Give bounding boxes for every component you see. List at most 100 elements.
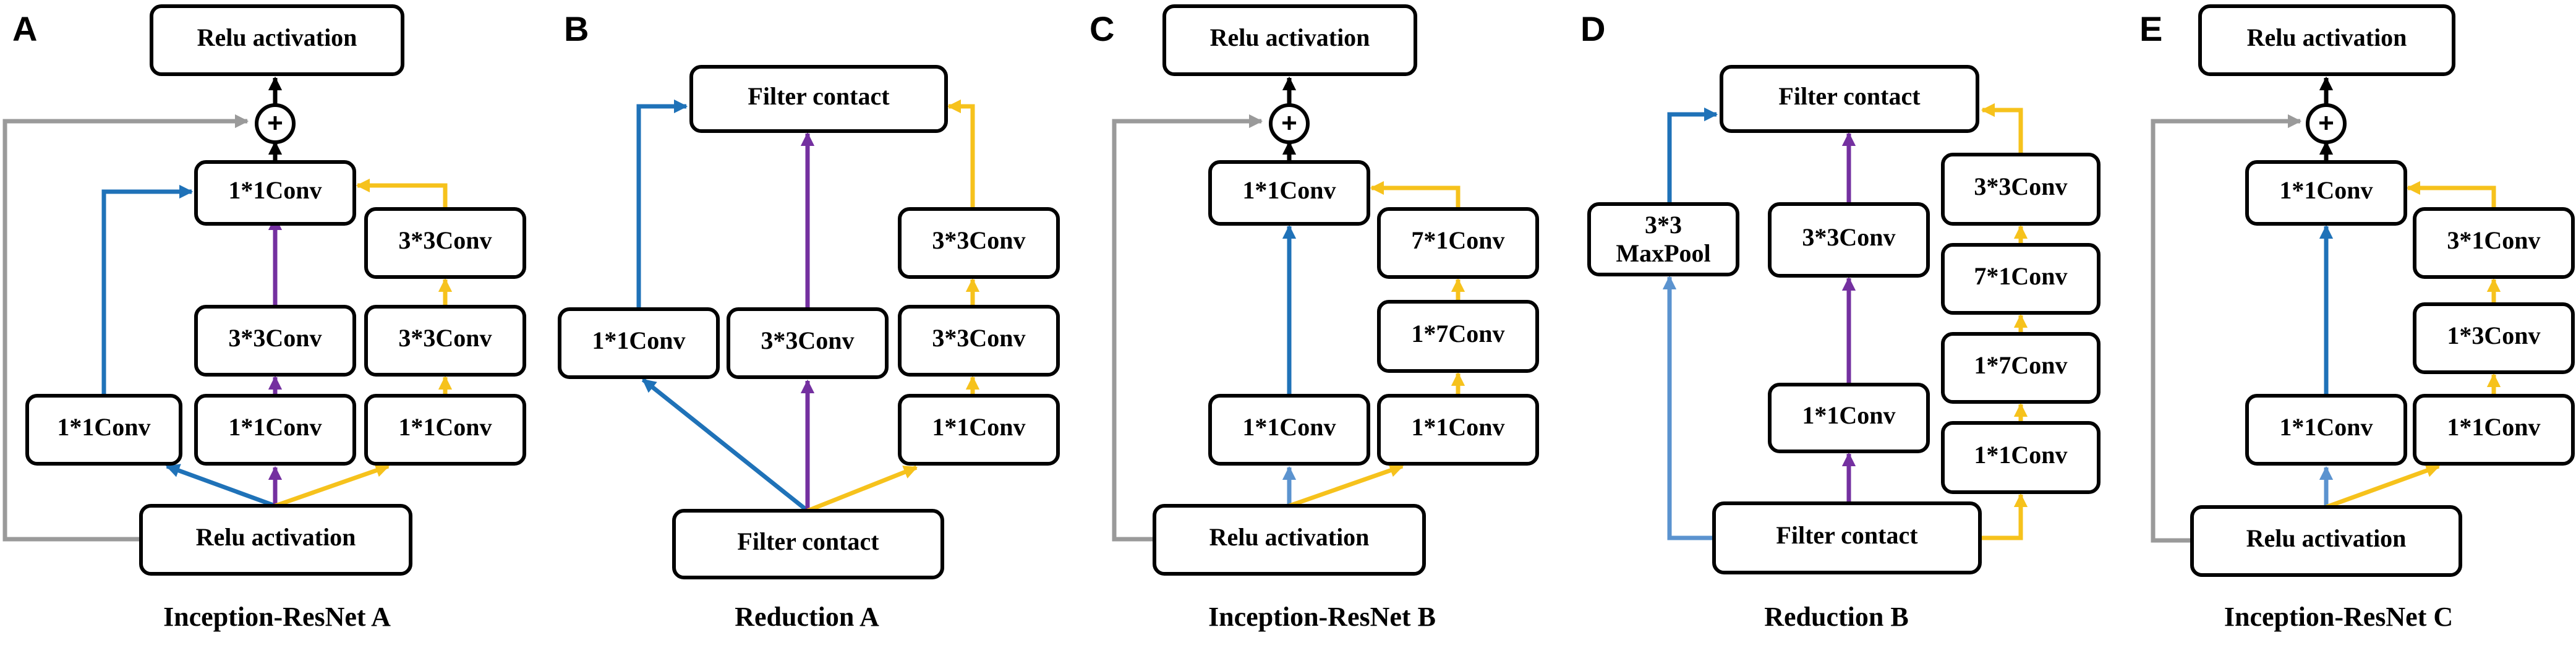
input-to-branch1-arrow [165,464,276,508]
conv-label: 1*7Conv [1411,320,1504,347]
conv-box [727,307,889,379]
panel-b-caption: Reduction A [735,602,879,632]
conv-label: 1*1Conv [1802,401,1895,429]
conv-label: 3*3Conv [1802,223,1895,251]
branch2-merge-arrow [1370,181,1461,209]
panel-a-caption: Inception-ResNet A [163,602,391,632]
merge-conv-box [194,160,356,226]
conv-box [364,305,526,377]
filter-concat-label: Filter contact [1778,82,1921,110]
input-relu-box [2190,505,2462,577]
conv-box [1941,243,2100,315]
plus-sign: + [2318,108,2334,139]
input-to-branch3-arrow [274,464,390,508]
input-to-branch1-arrow [641,378,809,513]
conv-label: 3*3Conv [398,324,492,352]
conv-box [2413,302,2575,374]
panel-c: C Relu activation + 1*1Conv 7*1Conv 1*7C… [1090,4,1539,632]
input-to-branch3-arrow [806,465,918,513]
conv-label: 3*3Conv [228,324,322,352]
conv-label: 1*1Conv [2279,413,2373,441]
conv-label: 1*1Conv [57,413,150,441]
conv-label: 1*1Conv [592,326,685,354]
branch2-merge-arrow [2406,181,2496,209]
input-filter-concat-label: Filter contact [1776,521,1918,549]
conv-box [25,394,182,466]
panel-e-letter: E [2139,9,2162,48]
filter-concat-box [689,65,948,133]
input-to-branch2-arrow [2325,464,2441,509]
conv-box [1377,300,1539,373]
input-to-pool-arrow [1662,275,1713,540]
relu-activation-label: Relu activation [197,23,357,51]
conv-label: 1*1Conv [1411,413,1504,441]
conv-box [1377,207,1539,279]
branch3-merge-arrow [1981,103,2023,155]
conv-label: 3*3Conv [932,226,1025,254]
panel-c-caption: Inception-ResNet B [1208,602,1436,632]
maxpool-label-line1: 3*3 [1645,211,1682,239]
input-relu-label: Relu activation [196,523,356,551]
conv-box [2245,394,2407,466]
conv-box [1208,394,1370,466]
panel-b: B Filter contact 3*3Conv 1*1Conv 3*3Conv… [558,9,1060,632]
sum-node [1269,103,1310,144]
conv-label: 1*1Conv [932,413,1025,441]
conv-box [1941,153,2100,226]
panel-d-letter: D [1580,9,1605,48]
relu-activation-box [1162,4,1417,76]
input-relu-label: Relu activation [1209,523,1370,551]
panel-d: D Filter contact 3*3 MaxPool 3*3Conv 1*1… [1580,9,2100,632]
conv-box [1768,202,1930,278]
conv-label: 1*1Conv [398,413,492,441]
panel-e-caption: Inception-ResNet C [2224,602,2453,632]
conv-label: 3*3Conv [932,324,1025,352]
conv-box [194,394,356,466]
input-to-branch2-arrow [1288,464,1404,508]
conv-label: 7*1Conv [1411,226,1504,254]
input-filter-concat-box [1712,501,1982,574]
panel-a: A Relu activation + 1*1Conv 3*3Conv 3*3C… [2,4,526,632]
shortcut-arrow [1112,114,1263,542]
conv-label: 3*1Conv [2447,226,2540,254]
relu-activation-box [2198,4,2455,76]
conv-box [1941,421,2100,494]
branch3-merge-arrow [947,99,975,209]
merge-conv-box [2245,160,2407,226]
conv-label: 7*1Conv [1974,262,2067,290]
conv-label: 3*3Conv [1974,173,2067,200]
panel-a-letter: A [12,9,37,48]
conv-box [2413,394,2575,466]
conv-label: 1*1Conv [1242,413,1336,441]
input-to-branch3-arrow [1981,493,2028,540]
conv-label: 3*3Conv [398,226,492,254]
conv-box [2413,207,2575,279]
conv-box [898,394,1060,466]
relu-activation-label: Relu activation [1210,23,1370,51]
conv-label: 1*3Conv [2447,322,2540,349]
merge-conv-label: 1*1Conv [1242,176,1336,204]
maxpool-label-line2: MaxPool [1616,239,1710,267]
sum-node [2306,103,2347,144]
input-filter-concat-label: Filter contact [737,527,879,555]
conv-label: 1*1Conv [1974,441,2067,469]
merge-conv-label: 1*1Conv [2279,176,2373,204]
conv-box [194,305,356,377]
conv-box [364,207,526,279]
panel-d-caption: Reduction B [1764,602,1908,632]
merge-conv-box [1208,160,1370,226]
conv-box [558,307,720,379]
input-relu-label: Relu activation [2246,524,2407,552]
conv-label: 1*7Conv [1974,351,2067,379]
filter-concat-box [1720,65,1979,133]
input-filter-concat-box [672,509,944,579]
conv-box [1377,394,1539,466]
shortcut-arrow [2151,114,2302,543]
panel-b-letter: B [564,9,589,48]
branch1-merge-arrow [101,184,194,394]
panel-c-letter: C [1090,9,1114,48]
conv-label: 1*1Conv [228,413,322,441]
relu-activation-box [150,4,404,76]
conv-box [1768,383,1930,453]
input-relu-box [1153,504,1426,576]
